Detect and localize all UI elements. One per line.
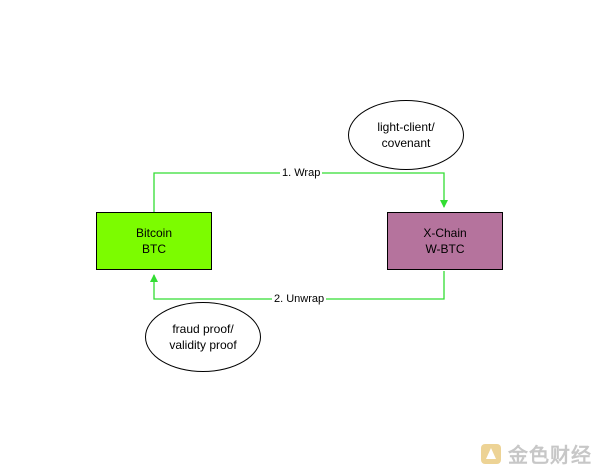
light-client-line1: light-client/ [377,120,435,134]
light-client-line2: covenant [381,136,431,150]
bitcoin-node-title: Bitcoin [135,226,173,240]
xchain-node[interactable]: X-Chain W-BTC [387,212,503,270]
watermark-text: 金色财经 [508,443,592,467]
fraud-proof-line1: fraud proof/ [172,322,234,336]
wrap-edge-label: 1. Wrap [280,167,323,180]
bitcoin-node[interactable]: Bitcoin BTC [96,212,212,270]
xchain-node-title: X-Chain [423,226,467,240]
xchain-node-subtitle: W-BTC [425,242,465,256]
unwrap-edge-label: 2. Unwrap [272,293,327,306]
golden-logo-icon [480,443,502,465]
bitcoin-node-subtitle: BTC [142,242,166,256]
light-client-ellipse[interactable]: light-client/ covenant [348,100,464,170]
fraud-proof-line2: validity proof [169,338,237,352]
fraud-proof-ellipse[interactable]: fraud proof/ validity proof [145,302,261,372]
watermark: 金色财经 [480,439,592,468]
